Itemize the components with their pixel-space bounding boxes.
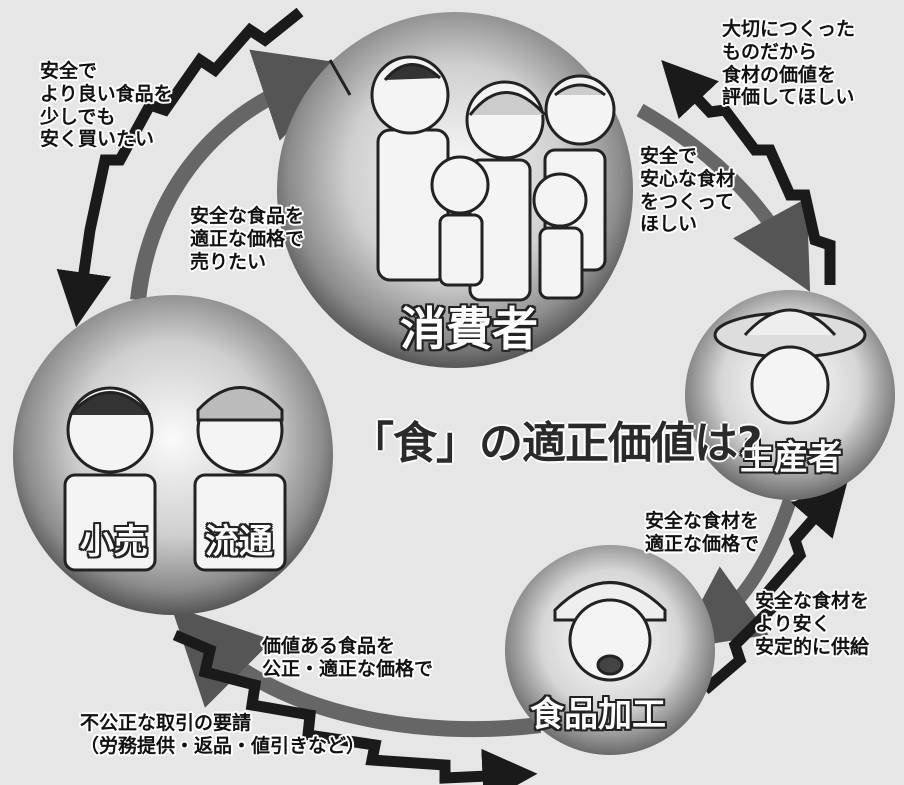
message-processor-buy: 安全な食材を 適正な価格で: [645, 510, 760, 555]
message-consumer-to-producer: 安全で 安心な食材 をつくって ほしい: [640, 145, 736, 236]
diagram-title: 「食」の適正価値は?: [350, 418, 763, 469]
arrow-processor-to-retail: [171, 606, 541, 738]
message-producer-supply: 安全な食材を より安く 安定的に供給: [755, 590, 870, 658]
retail-distribution-illustration: [63, 386, 287, 572]
retail-sphere: [13, 295, 333, 615]
flow-arrows: [130, 49, 811, 738]
node-distribution-label: 流通: [205, 522, 273, 562]
producer-illustration: [713, 308, 867, 425]
arrow-consumer-to-producer: [636, 103, 811, 292]
arrow-retail-to-consumer: [130, 49, 356, 301]
zigzag-processor-to-producer: [701, 479, 849, 695]
node-producer-label: 生産者: [740, 438, 842, 478]
zigzag-consumer-to-retail: [56, 7, 304, 328]
message-unfair-requests: 不公正な取引の要請 （労務提供・返品・値引きなど）: [80, 712, 366, 757]
consumer-family-illustration: [328, 55, 616, 302]
node-consumer-label: 消費者: [400, 302, 538, 356]
pressure-arrows: [56, 7, 849, 785]
node-retail-label: 小売: [80, 522, 148, 562]
processor-illustration: [553, 581, 667, 682]
message-producer-value: 大切につくった ものだから 食材の価値を 評価してほしい: [722, 18, 856, 109]
node-processor-label: 食品加工: [530, 695, 666, 735]
message-retail-sell: 安全な食品を 適正な価格で 売りたい: [190, 205, 305, 273]
zigzag-producer-to-consumer: [661, 59, 836, 285]
zigzag-retail-to-processor: [172, 629, 538, 785]
arrow-producer-to-processor: [675, 497, 797, 650]
message-processor-to-retail: 価値ある食品を 公正・適正な価格で: [262, 635, 434, 680]
message-retail-to-consumer: 安全で より良い食品を 少しでも 安く買いたい: [40, 60, 173, 151]
